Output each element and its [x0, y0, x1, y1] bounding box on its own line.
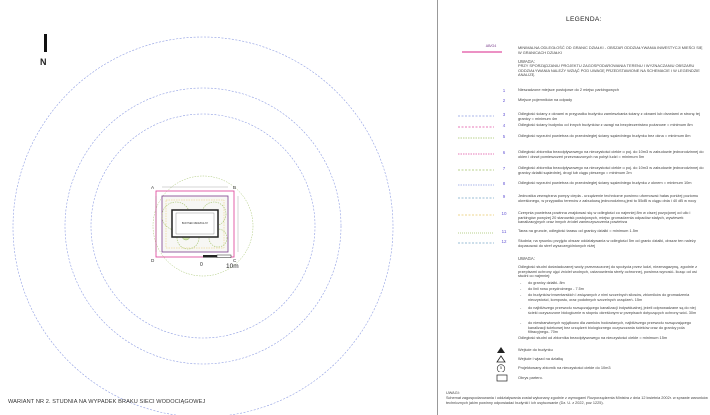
site-plan: BUDYNEK MIESZKALNY A B C D — [12, 34, 394, 415]
legend-panel: LEGENDA: AB/G4 MINIMALNA ODLEGŁOŚĆ OD GR… — [437, 0, 710, 415]
well-list-item: do linii rowu przydrożnego - 7.5m — [528, 287, 584, 291]
legend-item-text: Miejsce pojemników na odpady — [518, 97, 573, 102]
influence-circle-outer — [12, 36, 394, 415]
symbol-num: 5 — [500, 366, 502, 370]
influence-circle-inner — [90, 113, 316, 339]
boundary-line-symbol — [462, 51, 502, 53]
legend-line-symbol — [458, 184, 494, 186]
list-bullet: - — [520, 321, 522, 325]
well-list-item: do niewbarwionych wyjątkowo dla zamków h… — [528, 321, 692, 334]
tank-text: Odległość studni od zbiornika bezodpływo… — [518, 335, 668, 340]
legend-item-text: Odległość wyrzutni powietrza do przeciwl… — [518, 133, 691, 138]
legend-item-text: Odległość ściany z oknami w przypadku bu… — [518, 111, 700, 121]
bottom-note: Schemat zagospodarowania i oddziaływania… — [446, 396, 708, 405]
boundary-text: MINIMALNA ODLEGŁOŚĆ OD GRANIC DZIAŁKI - … — [518, 45, 703, 55]
well-list-item: do najbliższego przewodu rozsączającego … — [528, 306, 697, 315]
list-bullet: - — [520, 281, 522, 285]
building-label: BUDYNEK MIESZKALNY — [182, 222, 209, 225]
corner-d: D — [151, 258, 155, 263]
scale-bar-black — [203, 255, 217, 258]
list-bullet: - — [520, 293, 522, 297]
remark-text: PRZY SPORZĄDZANIU PROJEKTU ZAGOSPODAROWA… — [518, 63, 700, 78]
scale-zero: 0 — [200, 262, 203, 268]
legend-item-number: 1 — [502, 88, 506, 93]
legend-item-number: 7 — [502, 166, 506, 171]
outline-rect-icon — [496, 374, 508, 382]
legend-line-symbol — [458, 126, 494, 128]
boundary-code: AB/G4 — [485, 44, 497, 48]
legend-item-number: 12 — [501, 239, 507, 244]
legend-line-symbol — [458, 169, 494, 171]
well-list-item: do budynków inwentarskich i związanych z… — [528, 293, 690, 302]
legend-line-symbol — [458, 232, 494, 234]
bottom-note-header: UWAGI: — [446, 391, 460, 395]
legend-item-text: Odległość wyrzutni powietrza do przeciwl… — [518, 180, 692, 185]
scale-bar-white — [216, 254, 232, 258]
north-label: N — [40, 57, 47, 67]
legend-item-number: 3 — [502, 112, 506, 117]
legend-item-text: Taras na gruncie, odległość tarasu od gr… — [518, 228, 639, 233]
legend-item-number: 11 — [501, 229, 507, 234]
legend-item-number: 4 — [502, 123, 506, 128]
legend-line-symbol — [458, 242, 494, 244]
corner-c: C — [233, 258, 237, 263]
legend-title: LEGENDA: — [566, 16, 602, 23]
remark2-header: UWAGA: — [518, 256, 535, 261]
legend-item-number: 5 — [502, 134, 506, 139]
well-zone-circle — [152, 175, 254, 277]
gate-triangle-icon — [496, 355, 506, 363]
symbol-text: Obrys partero. — [518, 375, 543, 380]
list-bullet: - — [520, 306, 522, 310]
influence-circle-middle — [64, 87, 342, 365]
legend-line-symbol — [458, 214, 494, 216]
legend-item-text: Odległość zbiornika bezodpływowego na ni… — [518, 149, 704, 159]
legend-item-text: Studnia; na rysunku przyjęto obszar oddz… — [518, 238, 696, 248]
corner-a: A — [151, 185, 155, 190]
corner-b: B — [233, 185, 236, 190]
legend-item-text: Czerpnia powietrza powinna znajdować się… — [518, 210, 691, 225]
legend-line-symbol — [458, 137, 494, 139]
list-bullet: - — [520, 287, 522, 291]
green-zone — [201, 201, 227, 227]
symbol-text: Wejście do budynku — [518, 347, 553, 352]
north-arrow-icon — [44, 34, 47, 52]
legend-item-number: 6 — [502, 150, 506, 155]
legend-item-text: Jednostka zewnętrzna pompy ciepła - urzą… — [518, 193, 699, 203]
legend-line-symbol — [458, 115, 494, 117]
entrance-triangle-icon — [497, 347, 505, 353]
legend-item-number: 10 — [501, 211, 507, 216]
building-outline — [171, 209, 219, 238]
legend-item-number: 8 — [502, 181, 506, 186]
legend-item-number: 2 — [502, 98, 506, 103]
variant-title: WARIANT NR 2. STUDNIA NA WYPADEK BRAKU S… — [8, 399, 206, 405]
legend-item-text: Nieszadzone miejsce postojowe do 2 miejs… — [518, 87, 619, 92]
legend-item-text: Odległość ściany budynku od innych budyn… — [518, 122, 693, 127]
buffer-yellow — [165, 199, 225, 249]
building-ground-floor — [175, 212, 215, 235]
symbol-text: Projektowany zbiornik na nieczystości ci… — [518, 365, 611, 370]
legend-line-symbol — [458, 153, 494, 155]
scale-ten: 10m — [226, 263, 239, 270]
legend-item-text: Odległość zbiornika bezodpływowego na ni… — [518, 165, 704, 175]
symbol-text: Wejście i wjazd na działkę — [518, 356, 564, 361]
tank-circle-icon — [496, 364, 506, 372]
well-list-item: do granicy działki- 8m — [528, 281, 565, 285]
legend-item-number: 9 — [502, 194, 506, 199]
legend-line-symbol — [458, 197, 494, 199]
remark-header: UWAGA: — [518, 59, 535, 64]
well-intro: Odległość studni doświadczanej wody prze… — [518, 264, 698, 279]
